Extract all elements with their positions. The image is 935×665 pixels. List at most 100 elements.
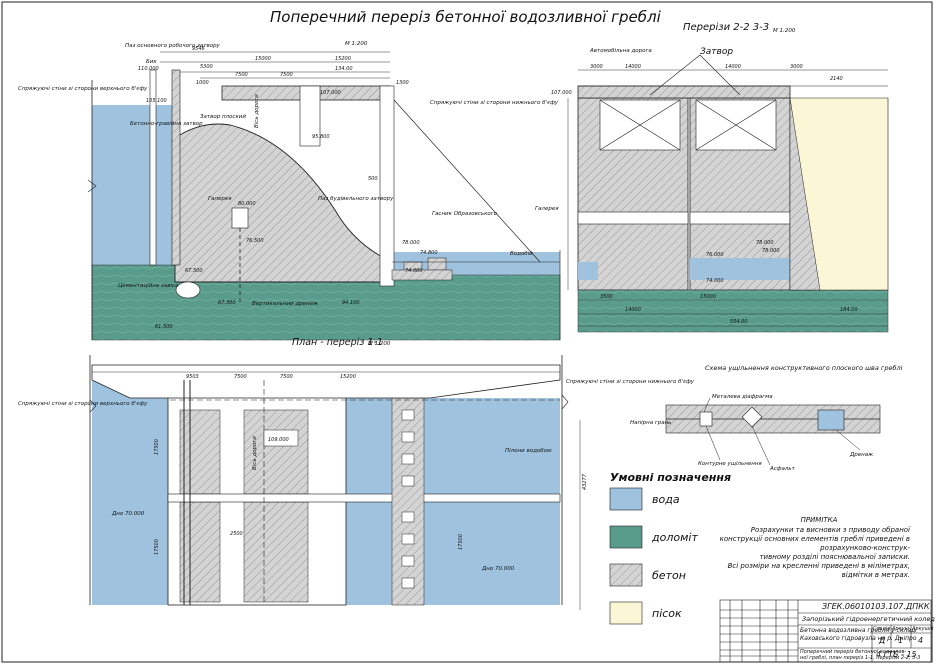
elev-e15: 107.000 bbox=[551, 90, 572, 96]
dim-d12: 14000 bbox=[725, 64, 741, 70]
label-water: Водобій bbox=[510, 251, 533, 257]
label-road: Автомобільна дорога bbox=[589, 48, 652, 54]
label-dissipator: Гасник Образовського bbox=[432, 211, 498, 217]
elev-e4: 95.800 bbox=[312, 134, 330, 140]
dim-d16: 15000 bbox=[700, 294, 716, 300]
legend-swatch-water bbox=[609, 487, 643, 511]
elev-e2: 105.100 bbox=[146, 98, 167, 104]
tb-org: Запорізький гідроенергетичний коледж ЗНУ bbox=[802, 615, 935, 623]
label-gate-plain: Затвор плоский bbox=[200, 114, 246, 120]
label-axis-road: Вісь дороги bbox=[252, 436, 258, 470]
plan-view bbox=[89, 355, 581, 610]
seal-scheme bbox=[665, 397, 881, 466]
dim-d26: 17500 bbox=[458, 534, 464, 550]
dim-d27: 109.000 bbox=[268, 437, 289, 443]
tb-col-sheet: Аркуш bbox=[892, 626, 910, 632]
note-line: розрахунково-конструк- bbox=[820, 544, 910, 552]
elev-e14: 78.000 bbox=[756, 240, 774, 246]
dim-d25: 2500 bbox=[230, 531, 243, 537]
legend-label-concrete: бетон bbox=[652, 569, 686, 582]
elev-e9: 67.500 bbox=[185, 268, 203, 274]
elev-e12: 94.100 bbox=[342, 300, 360, 306]
label-cement-curtain: Цементаційна завіса bbox=[118, 283, 179, 289]
label-downstream-wall: Спряжуючі стіни зі сторони нижнього б'єф… bbox=[430, 100, 559, 106]
upstream-water bbox=[92, 105, 172, 265]
dim-d13b: 3000 bbox=[790, 64, 803, 70]
elev-e13: 74.000 bbox=[405, 268, 423, 274]
note-line: конструкції основних елементів греблі пр… bbox=[719, 535, 910, 543]
dim-d11b: 14000 bbox=[625, 307, 641, 313]
elev-e17: 74.000 bbox=[706, 278, 724, 284]
seal-contour: Контурне ущільнення bbox=[698, 461, 762, 467]
legend-label-sand: пісок bbox=[652, 607, 682, 620]
dim-d24: 17500 bbox=[154, 539, 160, 555]
seal-metal: Металева діафрагма bbox=[712, 394, 773, 400]
tb-sheet-desc2: ної греблі, план переріз 1-1, перерізи 2… bbox=[800, 655, 921, 661]
sections-view bbox=[567, 54, 889, 333]
label-concrete-dam: Бетонно-гравійна затвор bbox=[130, 121, 203, 127]
dim-d4: 15200 bbox=[335, 56, 351, 62]
elev-e7: 78.000 bbox=[402, 240, 420, 246]
note-line: Розрахунки та висновки з приводу обраної bbox=[750, 526, 910, 534]
tb-sheet-desc: Поперечний переріз бетонної водозлив- bbox=[800, 649, 907, 655]
dim-d7: 134.00 bbox=[335, 66, 353, 72]
elev-e11: 61.500 bbox=[155, 324, 173, 330]
tb-col-stage: Стадія bbox=[873, 626, 891, 632]
seal-scheme-title: Схема ущільнення конструктивного плоског… bbox=[705, 364, 903, 372]
dim-d20: 7500 bbox=[234, 374, 247, 380]
elev-e5: 80.000 bbox=[238, 201, 256, 207]
label-gallery: Галерея bbox=[208, 196, 232, 202]
tb-code: ЗГЕК.06010103.107.ДПКК bbox=[822, 602, 930, 611]
elev-e16: 76.000 bbox=[706, 252, 724, 258]
legend-label-dolomite: доломіт bbox=[652, 531, 698, 544]
label-repair-slot: Паз будівельного затвору bbox=[318, 196, 394, 202]
dim-d23: 17500 bbox=[154, 439, 160, 455]
dim-d19: 9503 bbox=[186, 374, 199, 380]
note-line: тивному розділі пояснювальної записки. bbox=[759, 553, 910, 561]
note-body: Розрахунки та висновки з приводу обраної… bbox=[700, 526, 910, 580]
dim-d17: 184.00 bbox=[840, 307, 858, 313]
dim-d18: 554.00 bbox=[730, 319, 748, 325]
dim-d6: 7500 bbox=[280, 72, 293, 78]
tb-project2: Каховського гідровузла на р. Дніпро bbox=[800, 635, 917, 642]
label-hoist: Бик bbox=[146, 59, 157, 65]
sections-scale: М 1:200 bbox=[773, 28, 796, 34]
tb-project: Бетонна водозливна гребля у складі bbox=[800, 627, 917, 634]
tb-sheet: 1 bbox=[898, 636, 904, 645]
legend-swatch-concrete bbox=[609, 563, 643, 587]
dim-d28: 43277 bbox=[582, 473, 588, 490]
dim-d3: 15000 bbox=[255, 56, 271, 62]
label-gate: Затвор bbox=[700, 47, 733, 57]
dim-d14: 2140 bbox=[830, 76, 843, 82]
label-upstream-wall: Спряжуючі стіни зі сторони верхнього б'є… bbox=[18, 86, 148, 92]
dim-d22: 15200 bbox=[340, 374, 356, 380]
plan-scale: М 1:200 bbox=[368, 341, 391, 347]
dim-d9: 1300 bbox=[396, 80, 409, 86]
dim-d1: 9546 bbox=[192, 46, 205, 52]
tb-group: 4 ГТБ - 15 bbox=[876, 650, 917, 659]
elev-e3: 107.000 bbox=[320, 90, 341, 96]
dim-d15: 3500 bbox=[600, 294, 613, 300]
dim-d10: 500 bbox=[368, 176, 378, 182]
legend-title: Умовні позначення bbox=[610, 471, 732, 484]
dim-d8: 1000 bbox=[196, 80, 209, 86]
plan-label-downstream: Спряжуючі стіни зі сторони нижнього б'єф… bbox=[566, 379, 695, 385]
seal-asphalt: Асфальт bbox=[769, 466, 796, 472]
label-drain: Вертикальний дренаж bbox=[252, 301, 318, 307]
legend-swatch-sand bbox=[609, 601, 643, 625]
tb-sheets: 4 bbox=[918, 636, 924, 645]
note-line: Всі розміри на кресленні приведені в міл… bbox=[727, 562, 910, 570]
elev-e10: 67.300 bbox=[218, 300, 236, 306]
label-gallery2: Галерея bbox=[535, 206, 559, 212]
cross-section-scale: М 1:200 bbox=[345, 41, 368, 47]
gallery bbox=[231, 207, 249, 229]
main-title: Поперечний переріз бетонної водозливної … bbox=[270, 8, 661, 26]
label-bottom2: Дно 70.000 bbox=[481, 566, 515, 572]
tb-stage: Д bbox=[879, 636, 886, 645]
sections-title: Перерізи 2-2 3-3 bbox=[683, 22, 770, 33]
note-line: відмітки в метрах. bbox=[841, 571, 910, 579]
elev-e8: 74.800 bbox=[420, 250, 438, 256]
elev-e18: 78.000 bbox=[762, 248, 780, 254]
dim-d13: 3000 bbox=[590, 64, 603, 70]
